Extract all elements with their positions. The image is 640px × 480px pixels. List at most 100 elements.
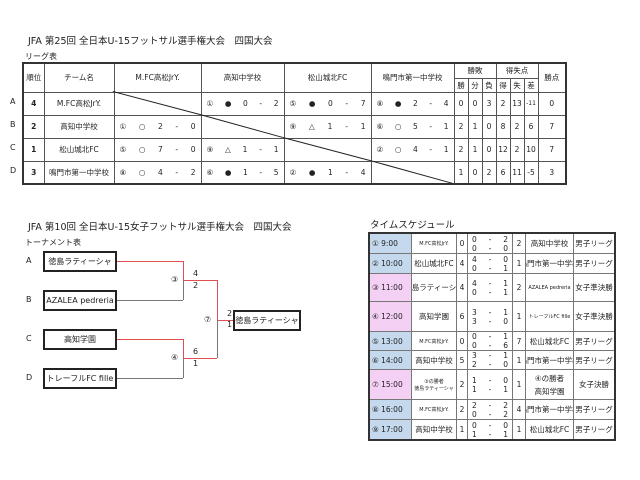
team-home: ③の勝者	[424, 378, 444, 385]
match-time: ⑥ 14:00	[370, 351, 412, 369]
header-opponent: 松山城北FC	[283, 62, 372, 93]
stat-gf: 2	[495, 91, 511, 116]
boys-title: JFA 第25回 全日本U-15フットサル選手権大会 四国大会	[28, 36, 273, 47]
stat-d: 1	[467, 137, 483, 162]
bracket-line	[217, 320, 233, 321]
team-slot-label: B	[26, 295, 32, 304]
match-result: ①●0-2	[200, 91, 285, 116]
second-half-away: 0	[503, 316, 508, 326]
category: 女子準決勝	[575, 283, 613, 292]
second-half-away: 1	[503, 287, 508, 297]
stat-l: 0	[481, 137, 497, 162]
category: 男子リーグ	[575, 355, 613, 365]
category: 女子準決勝	[575, 312, 613, 321]
score-for: 1	[242, 145, 248, 154]
header-opponent: 鳴門市第一中学校	[370, 62, 455, 93]
team-home: 高知学園	[412, 302, 457, 331]
stat-gd: -11	[523, 91, 539, 116]
bracket-line	[117, 300, 183, 301]
first-half-away: 0	[503, 254, 508, 264]
first-half-home: 3	[472, 307, 477, 317]
second-half-home: 2	[472, 360, 477, 369]
result-mark: ●	[394, 99, 402, 108]
result-mark: ●	[308, 167, 316, 177]
header-gd: 差	[523, 77, 539, 93]
match-time: ③ 11:00	[370, 274, 412, 301]
match-time: ⑦ 15:00	[370, 370, 412, 399]
match-result: ⑧○4-2	[113, 160, 202, 185]
stat-d: 0	[467, 160, 483, 185]
second-half-away: 1	[503, 384, 508, 394]
header-opponent: 高知中学校	[200, 62, 285, 93]
bracket-line	[183, 280, 184, 300]
match-number: ⑥	[376, 122, 384, 131]
category: 女子決勝	[579, 380, 609, 389]
match-time: ② 10:00	[370, 254, 412, 273]
match-number: ⑦	[204, 315, 212, 324]
team-away: ④の勝者	[534, 373, 565, 383]
girls-title: JFA 第10回 全日本U-15女子フットサル選手権大会 四国大会	[28, 222, 292, 233]
second-half-away: 2	[503, 409, 508, 419]
result-mark: ○	[394, 122, 402, 131]
stat-w: 2	[453, 137, 469, 162]
match-result: ⑤○7-0	[113, 137, 202, 162]
stat-w: 1	[453, 160, 469, 185]
first-half-home: 1	[472, 375, 477, 385]
result-mark: ○	[138, 167, 146, 177]
match-number: ②	[376, 145, 384, 154]
score-against: 4	[443, 99, 449, 108]
first-half-away: 1	[503, 332, 508, 341]
match-number: ②	[289, 167, 297, 177]
match-result: ⑥○5-1	[370, 114, 455, 139]
score-home: 2	[457, 400, 468, 419]
score-home: 0	[457, 332, 468, 350]
first-half-home: 4	[472, 254, 477, 264]
second-half-away: 1	[503, 263, 508, 273]
row-label: B	[10, 120, 16, 129]
header-w: 勝	[453, 77, 469, 93]
team-away-name: 高知学園	[534, 386, 565, 396]
score-against: 0	[190, 145, 196, 154]
header-opponent: M.FC高松JrY.	[113, 62, 202, 93]
header-rank: 順位	[22, 62, 45, 93]
first-half-home: 4	[472, 278, 477, 288]
first-half-away: 1	[503, 307, 508, 317]
second-half-away: 6	[503, 341, 508, 350]
team-name: 高知中学校	[43, 114, 115, 139]
score-against: 4	[360, 167, 366, 177]
category: 男子リーグ	[575, 405, 613, 414]
match-number: ⑥	[206, 167, 214, 177]
stat-gd: 10	[523, 137, 539, 162]
score-against: 1	[360, 122, 366, 131]
stat-pts: 0	[537, 91, 567, 116]
row-label: A	[10, 97, 16, 106]
match-time: ① 9:00	[370, 234, 412, 253]
score: 1	[193, 359, 199, 368]
score: 2	[193, 281, 199, 290]
score-against: 5	[273, 167, 279, 177]
match-number: ⑨	[289, 122, 297, 131]
team-name: M.FC高松JrY.	[43, 91, 115, 116]
header-team: チーム名	[43, 62, 115, 93]
match-number: ⑤	[119, 145, 127, 154]
result-mark: ○	[138, 145, 146, 154]
score-away: 1	[513, 254, 526, 273]
score-home: 2	[457, 370, 468, 399]
result-mark: ○	[138, 122, 146, 131]
stat-w: 2	[453, 114, 469, 139]
first-half-home: 0	[472, 420, 477, 430]
schedule-row: ⑧ 16:00M.FC高松JrY. 2 2-20-2 4鳴門市第一中学校 男子リ…	[370, 400, 614, 420]
match-number: ①	[206, 99, 214, 108]
result-mark: △	[309, 122, 315, 131]
